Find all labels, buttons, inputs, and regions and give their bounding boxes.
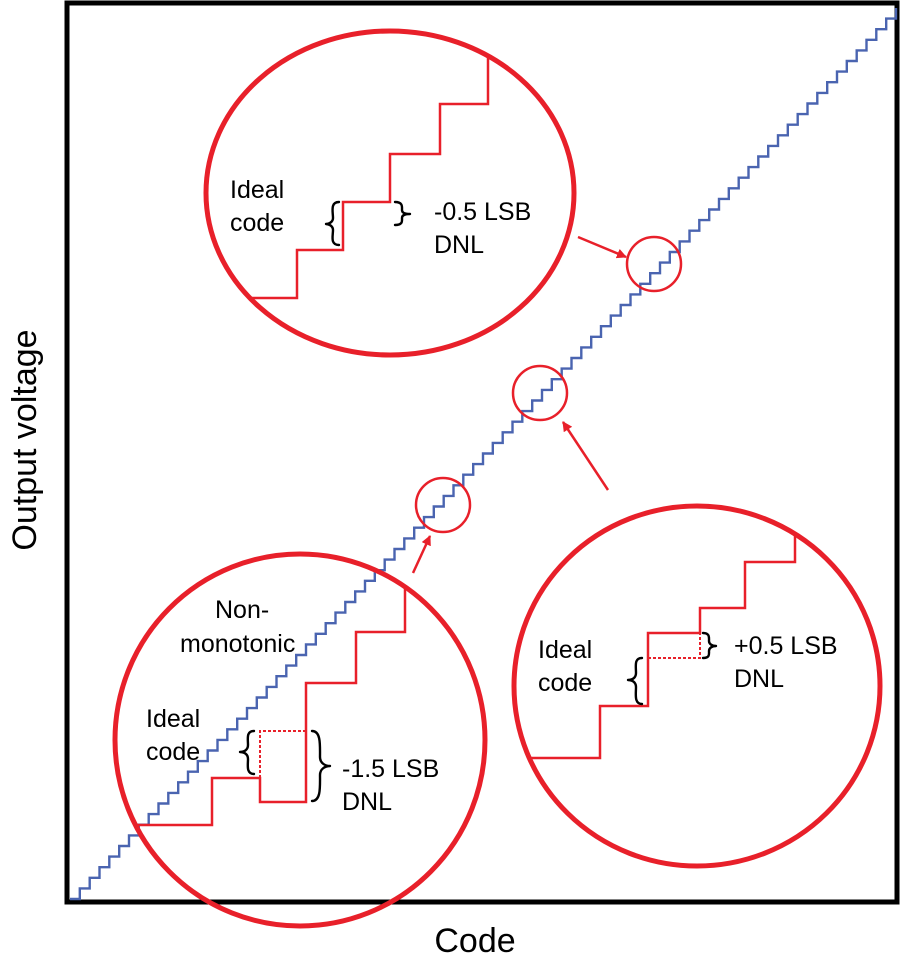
zoom-staircase-right (530, 511, 850, 760)
ideal-brace-right (626, 656, 644, 706)
ideal-label-right-1: Ideal (538, 636, 592, 664)
callout-ellipse-top (203, 28, 577, 358)
callout-left: Non- monotonic Ideal code -1.5 LSB DNL (112, 551, 488, 929)
dnl-brace-left (310, 729, 332, 803)
ideal-label-top-1: Ideal (230, 176, 284, 204)
zoom-staircase-top (230, 56, 540, 300)
ideal-brace-left (238, 729, 256, 776)
arrow-bottom (411, 535, 432, 574)
plot-frame (64, 0, 900, 905)
dnl-label-left-1: -1.5 LSB (342, 755, 439, 783)
dnl-brace-right (701, 631, 718, 660)
arrow-middle (561, 421, 610, 491)
zoom-circle-top (625, 235, 683, 293)
nonmonotonic-label-1: Non- (215, 596, 269, 624)
x-axis-title: Code (434, 922, 515, 957)
callout-top: Ideal code -0.5 LSB DNL (203, 28, 577, 358)
dnl-label-left-2: DNL (342, 788, 392, 816)
callout-ellipse-right (511, 503, 883, 869)
zoom-staircase-left (130, 582, 455, 827)
y-axis-title: Output voltage (6, 329, 44, 550)
nonmonotonic-label-2: monotonic (180, 630, 295, 658)
callout-ellipse-left (112, 551, 488, 929)
callout-right: Ideal code +0.5 LSB DNL (511, 503, 883, 869)
ideal-step-left (259, 730, 306, 778)
zoom-circle-middle (511, 364, 569, 422)
dnl-label-right-1: +0.5 LSB (734, 632, 838, 660)
ideal-brace-top (324, 200, 341, 247)
ideal-label-right-2: code (538, 669, 592, 697)
zoom-circle-bottom (414, 476, 472, 534)
ideal-label-left-1: Ideal (146, 705, 200, 733)
dnl-label-top-2: DNL (434, 231, 484, 259)
dnl-label-right-2: DNL (734, 665, 784, 693)
transfer-staircase (70, 8, 898, 901)
ideal-label-top-2: code (230, 209, 284, 237)
dnl-label-top-1: -0.5 LSB (434, 198, 531, 226)
ideal-step-right (648, 633, 701, 659)
arrow-top (577, 235, 627, 259)
dnl-brace-top (393, 200, 412, 227)
ideal-label-left-2: code (146, 738, 200, 766)
